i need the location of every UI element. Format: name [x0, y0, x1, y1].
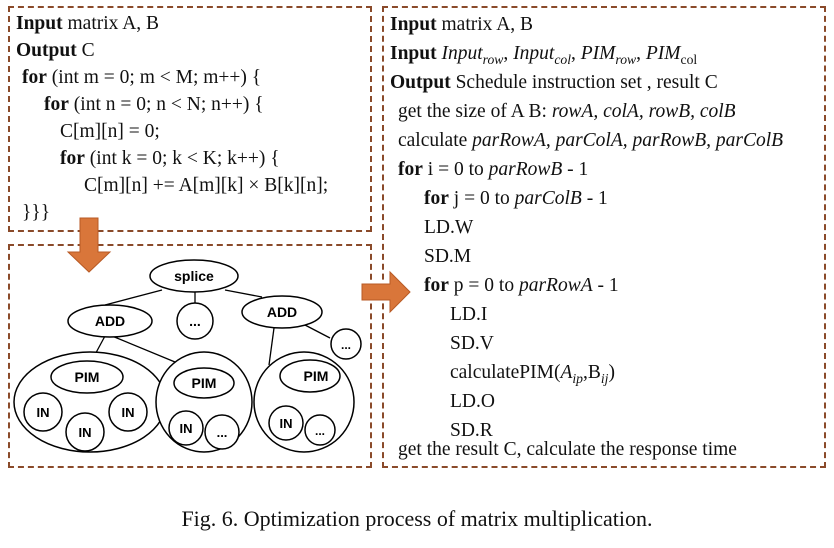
tree-panel [8, 244, 372, 468]
ellipsis-node-right [330, 328, 362, 360]
in-label-2: IN [79, 425, 92, 440]
in-node-2 [65, 412, 105, 452]
sched-line-input-matrix: Input matrix A, B [390, 14, 534, 35]
sched-line-for-j: for j = 0 to parColB - 1 [424, 188, 608, 209]
code-line-for-k: for (int k = 0; k < K; k++) { [60, 148, 280, 169]
naive-code-panel: Input matrix A, B Output C for (int m = … [8, 6, 372, 232]
code-line-output: Output C [16, 40, 95, 61]
splice-label: splice [174, 268, 214, 284]
sched-line-result: get the result C, calculate the response… [398, 439, 737, 460]
splice-node [149, 259, 239, 293]
code-line-init: C[m][n] = 0; [60, 121, 160, 142]
code-line-for-n: for (int n = 0; n < N; n++) { [44, 94, 264, 115]
sched-line-sd-m: SD.M [424, 246, 472, 267]
ellipsis-node-group-right [304, 414, 336, 446]
ellipsis-label-group-mid: ... [217, 425, 228, 440]
add-node-left [67, 304, 153, 338]
sched-line-sd-v: SD.V [450, 333, 494, 354]
schedule-panel: Input matrix A, B Input Inputrow, Inputc… [382, 6, 826, 468]
add-node-right [241, 295, 323, 329]
ellipsis-node-group-mid [204, 414, 240, 450]
pim-node-middle [173, 367, 235, 399]
code-line-for-m: for (int m = 0; m < M; m++) { [22, 67, 262, 88]
ellipsis-node-mid [176, 302, 214, 340]
in-label-1: IN [37, 405, 50, 420]
down-arrow-icon [66, 217, 112, 273]
sched-line-ld-o: LD.O [450, 391, 495, 412]
pim-label-right: PIM [304, 368, 329, 384]
in-node-3 [108, 392, 148, 432]
in-label-4: IN [180, 421, 193, 436]
pim-label-left: PIM [75, 369, 100, 385]
code-line-input: Input matrix A, B [16, 13, 160, 34]
figure-caption: Fig. 6. Optimization process of matrix m… [181, 506, 653, 531]
right-arrow-icon [361, 270, 411, 314]
sched-line-calculate: calculate parRowA, parColA, parRowB, par… [398, 130, 784, 151]
sched-line-for-p: for p = 0 to parRowA - 1 [424, 275, 619, 296]
sched-line-ld-w: LD.W [424, 217, 474, 238]
sched-line-output: Output Schedule instruction set , result… [390, 72, 718, 93]
in-label-5: IN [280, 416, 293, 431]
ellipsis-label-right: ... [341, 338, 351, 352]
ellipsis-label-mid: ... [189, 313, 201, 329]
code-line-accumulate: C[m][n] += A[m][k] × B[k][n]; [84, 175, 329, 196]
in-node-4 [168, 410, 204, 446]
in-node-5 [268, 405, 304, 441]
ellipsis-label-group-right: ... [315, 424, 325, 438]
in-node-1 [23, 392, 63, 432]
sched-line-get-size: get the size of A B: rowA, colA, rowB, c… [398, 101, 736, 122]
pim-node-right [279, 359, 341, 393]
sched-line-calculate-pim: calculatePIM(Aip,Bij) [450, 362, 615, 386]
code-line-close: }}} [22, 202, 51, 223]
pim-label-middle: PIM [192, 375, 217, 391]
add-label-right: ADD [267, 304, 297, 320]
sched-line-ld-i: LD.I [450, 304, 488, 325]
sched-line-sd-r: SD.R [450, 420, 493, 441]
sched-line-input-params: Input Inputrow, Inputcol, PIMrow, PIMcol [390, 43, 698, 67]
sched-line-for-i: for i = 0 to parRowB - 1 [398, 159, 589, 180]
pim-node-left [50, 360, 124, 394]
add-label-left: ADD [95, 313, 125, 329]
in-label-3: IN [122, 405, 135, 420]
